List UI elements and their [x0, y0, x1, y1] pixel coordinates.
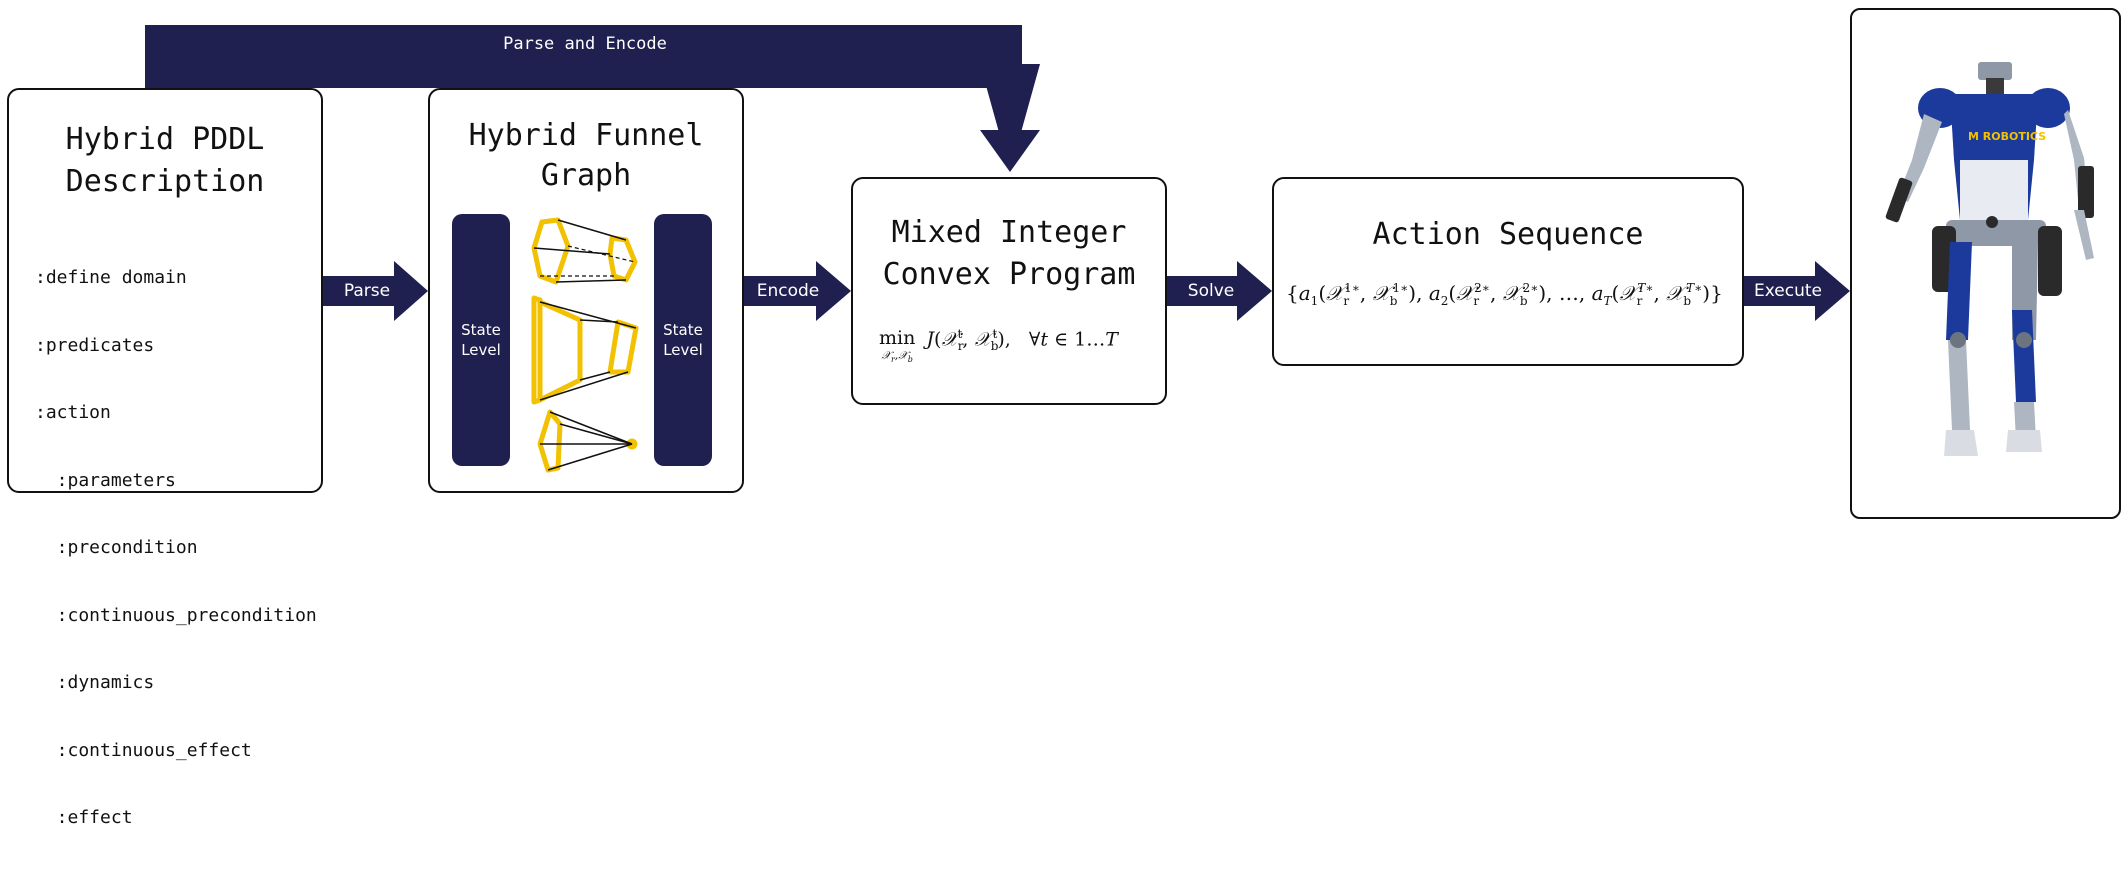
micp-title-line-1: Mixed Integer [891, 215, 1127, 250]
execute-label: Execute [1754, 281, 1822, 301]
micp-formula: min 𝒳r,𝒳b J(𝒳rt, 𝒳bt), ∀t ∈ 1…T [879, 327, 1118, 365]
parse-arrow [322, 261, 428, 321]
pddl-title-line-2: Description [65, 164, 265, 199]
micp-title-line-2: Convex Program [882, 257, 1136, 292]
encode-arrow [743, 261, 851, 321]
pddl-description-box: Hybrid PDDL Description :define domain :… [7, 88, 323, 828]
pddl-line: :parameters [35, 469, 176, 491]
funnel-icon [531, 295, 639, 405]
funnel-icon [537, 409, 638, 473]
pddl-line: :continuous_precondition [35, 604, 317, 626]
state-label: State [663, 321, 703, 339]
parse-label: Parse [343, 281, 391, 301]
level-label: Level [461, 341, 501, 359]
funnel-icon [531, 217, 638, 285]
right-state-level: State Level [654, 214, 712, 466]
action-sequence-formula: {a1(𝒳r1∗, 𝒳b1∗), a2(𝒳r2∗, 𝒳b2∗), …, aT(𝒳… [1286, 281, 1723, 308]
funnel-title-line-1: Hybrid Funnel [468, 118, 704, 153]
solve-arrow [1166, 261, 1272, 321]
funnel-title-line-2: Graph [540, 158, 632, 193]
funnel-graph-box: Hybrid Funnel Graph State Level State Le… [428, 88, 744, 493]
state-label: State [461, 321, 501, 339]
humanoid-robot-icon: M ROBOTICS [1885, 62, 2094, 456]
robot-chest-logo: M ROBOTICS [1968, 130, 2046, 143]
pddl-line: :dynamics [35, 672, 155, 693]
action-sequence-title: Action Sequence [1372, 217, 1644, 252]
pddl-title-line-1: Hybrid PDDL [65, 122, 265, 157]
pddl-line: :define domain [35, 267, 187, 288]
micp-box: Mixed Integer Convex Program min 𝒳r,𝒳b J… [851, 177, 1167, 405]
pddl-line: :effect [35, 807, 133, 828]
pddl-line: :precondition [35, 537, 198, 558]
funnel-drawings [531, 217, 639, 473]
level-label: Level [663, 341, 703, 359]
pddl-line: :action [35, 402, 111, 423]
encode-label: Encode [756, 281, 820, 301]
solve-label: Solve [1187, 281, 1235, 301]
execute-arrow [1743, 261, 1850, 321]
pddl-line: :continuous_effect [35, 739, 252, 761]
left-state-level: State Level [452, 214, 510, 466]
parse-encode-label: Parse and Encode [503, 34, 667, 54]
robot-box: M ROBOTICS [1850, 8, 2121, 519]
flow-connectors [145, 25, 1850, 321]
pddl-code-list: :define domain :predicates :action :para… [35, 222, 317, 875]
action-sequence-box: Action Sequence {a1(𝒳r1∗, 𝒳b1∗), a2(𝒳r2∗… [1272, 177, 1744, 366]
pddl-line: :predicates [35, 334, 155, 356]
